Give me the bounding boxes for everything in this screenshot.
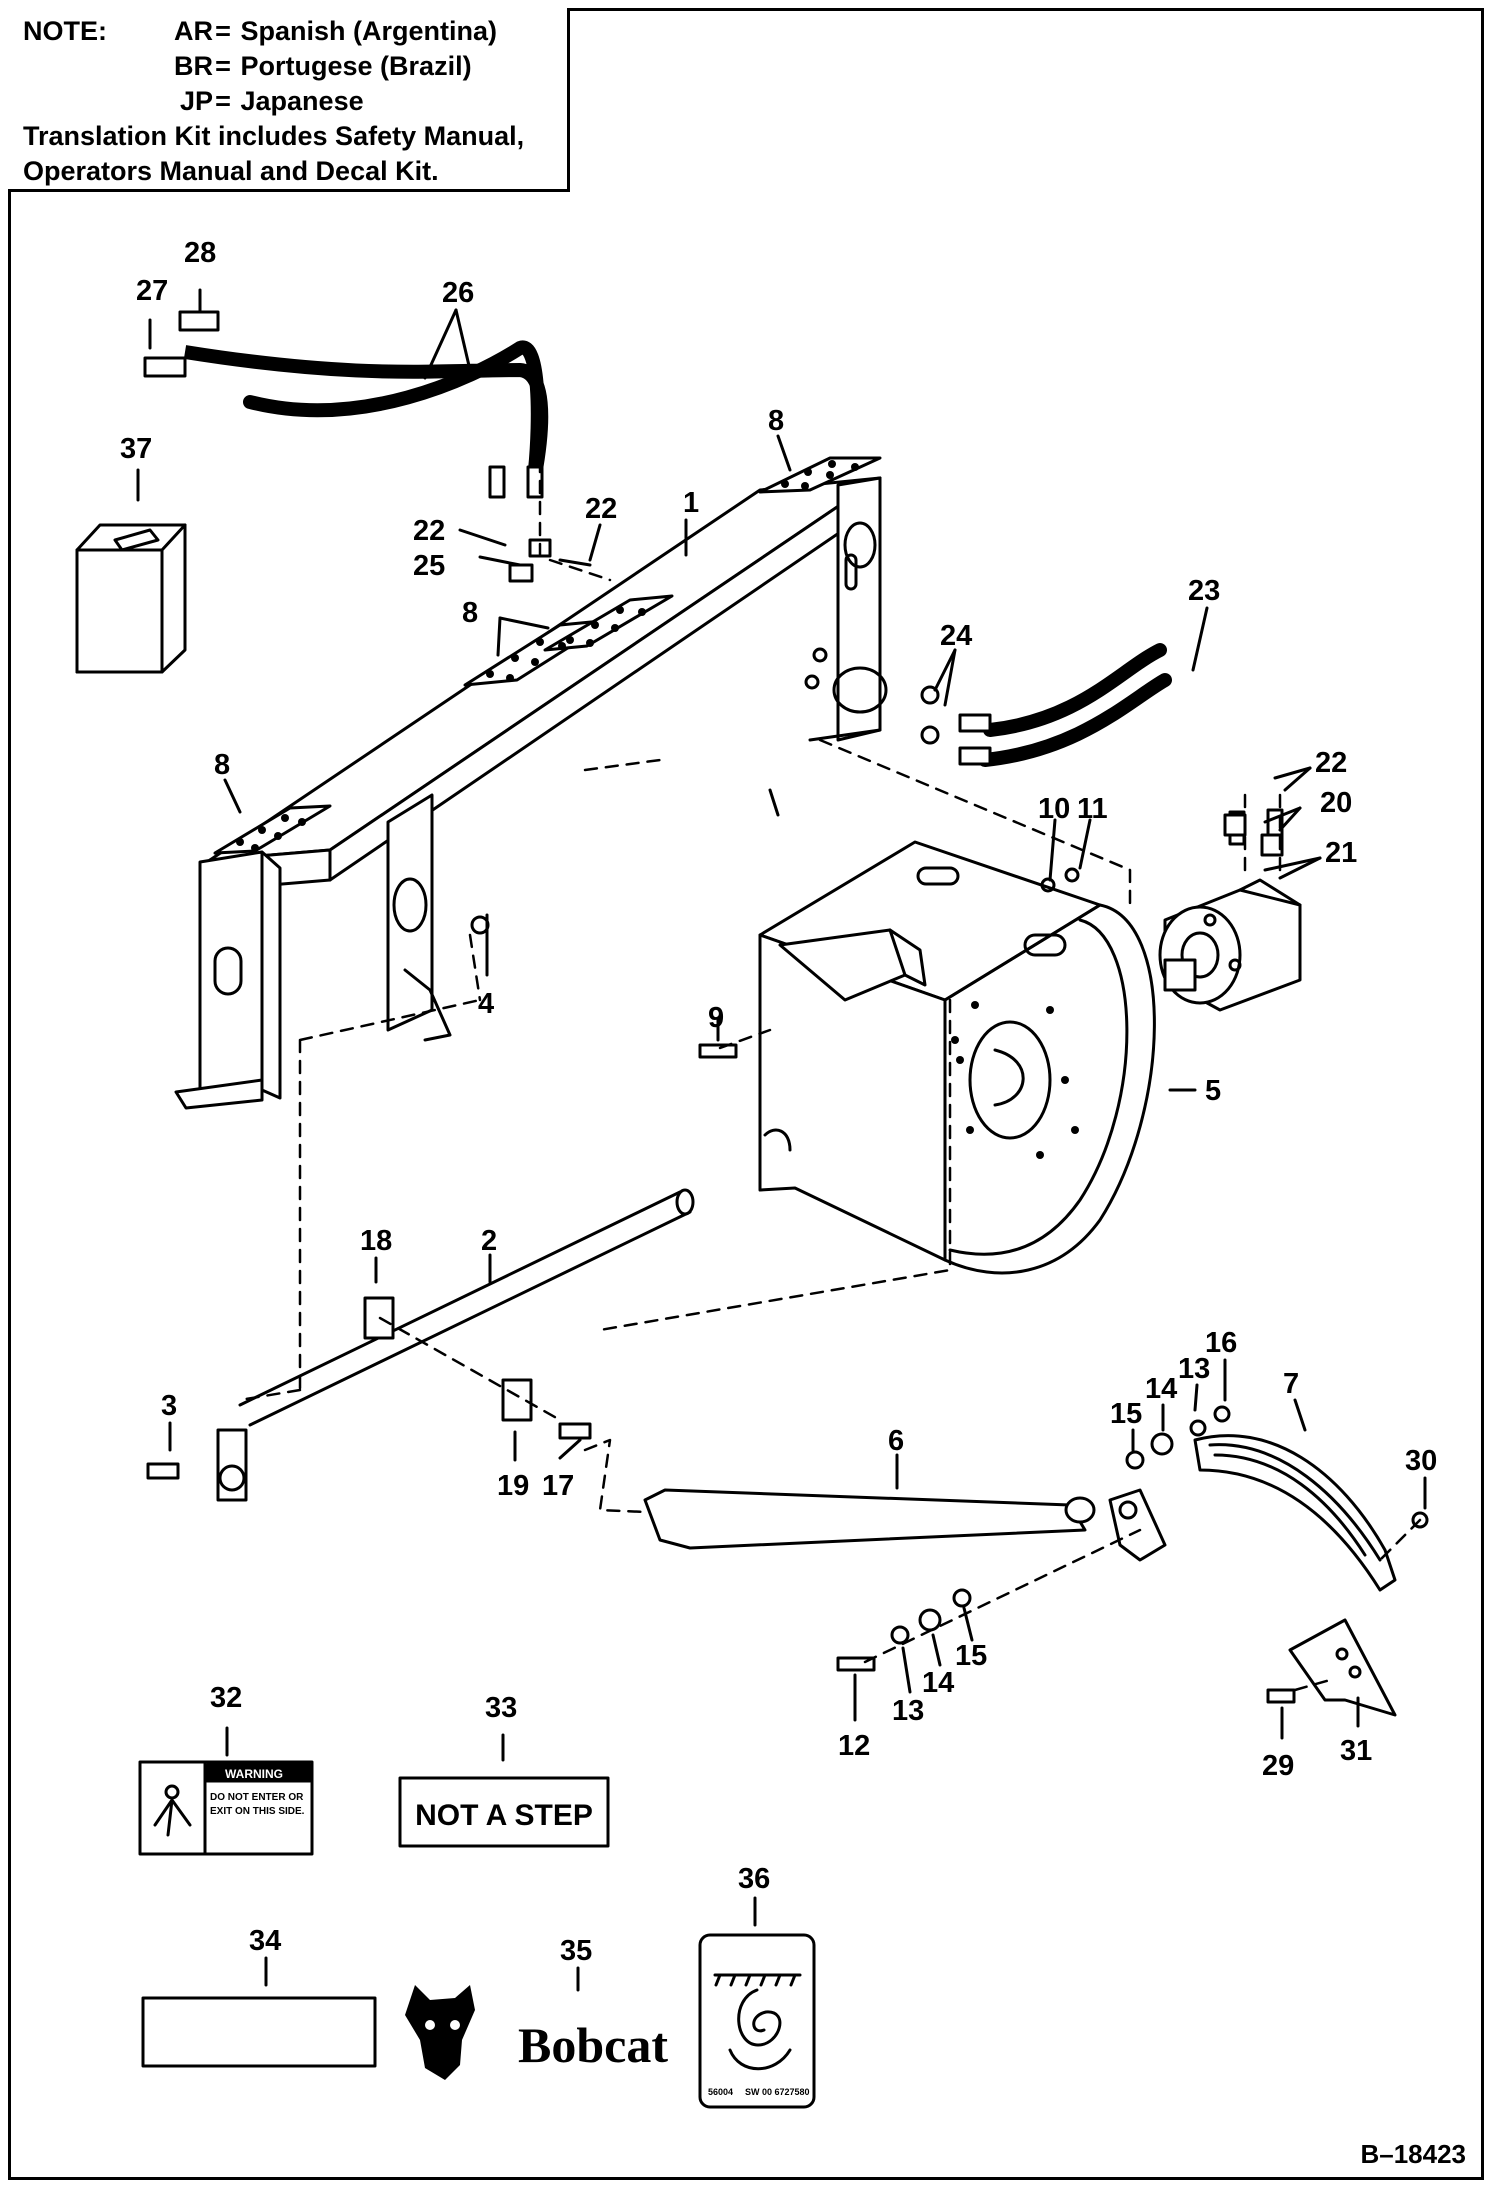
callout-11: 11 <box>1077 793 1108 825</box>
warning-line1: DO NOT ENTER OR <box>210 1792 304 1803</box>
callout-28: 28 <box>184 237 216 269</box>
part-arm <box>643 1488 1167 1562</box>
part-translation-kit <box>75 523 187 674</box>
warning-line2: EXIT ON THIS SIDE. <box>210 1806 305 1817</box>
callout-12: 12 <box>838 1730 870 1762</box>
part-motor <box>1158 878 1302 1012</box>
note-title: NOTE: <box>23 16 107 46</box>
callout-27: 27 <box>136 275 168 307</box>
decal-blank <box>141 1996 377 2068</box>
callout-3: 3 <box>161 1390 177 1422</box>
callout-36: 36 <box>738 1863 770 1895</box>
warning-title: WARNING <box>225 1767 283 1781</box>
callout-22a: 22 <box>413 515 445 547</box>
callout-37: 37 <box>120 433 152 465</box>
callout-4: 4 <box>478 988 494 1020</box>
note-line1: Translation Kit includes Safety Manual, <box>23 121 525 151</box>
part-axle <box>216 1188 695 1502</box>
assembly-lines <box>238 458 1422 1692</box>
decal36-code: SW 00 6727580 <box>745 2087 810 2097</box>
callout-10: 10 <box>1038 793 1070 825</box>
note-entry-jp: Japanese <box>240 86 364 116</box>
callout-14a: 14 <box>922 1667 954 1699</box>
callout-22c: 22 <box>1315 747 1347 779</box>
translation-note-box: NOTE:AR= Spanish (Argentina) BR= Portuge… <box>8 8 570 192</box>
fittings <box>143 310 1429 1704</box>
callout-13b: 13 <box>1178 1353 1210 1385</box>
callout-2: 2 <box>481 1225 497 1257</box>
part-wheel-housing <box>758 840 1156 1275</box>
note-line2: Operators Manual and Decal Kit. <box>23 156 439 186</box>
drawing-border <box>8 8 1484 2180</box>
hose-right <box>978 643 1172 767</box>
callout-1: 1 <box>683 487 699 519</box>
callout-30: 30 <box>1405 1445 1437 1477</box>
callout-9: 9 <box>708 1002 724 1034</box>
callout-20: 20 <box>1320 787 1352 819</box>
callout-31: 31 <box>1340 1735 1372 1767</box>
callout-6: 6 <box>888 1425 904 1457</box>
decal36-number: 56004 <box>708 2087 733 2097</box>
note-entry-br: Portugese (Brazil) <box>240 51 472 81</box>
callout-34: 34 <box>249 1925 281 1957</box>
callout-15b: 15 <box>1110 1398 1142 1430</box>
note-entry-ar: Spanish (Argentina) <box>240 16 498 46</box>
callout-23: 23 <box>1188 575 1220 607</box>
callout-8c: 8 <box>214 749 230 781</box>
callout-25: 25 <box>413 550 445 582</box>
callout-7: 7 <box>1283 1368 1299 1400</box>
callout-26: 26 <box>442 277 474 309</box>
callout-8b: 8 <box>462 597 478 629</box>
callout-17: 17 <box>542 1470 574 1502</box>
callout-labels: 1 2 3 4 5 6 7 8 8 8 9 10 11 12 13 14 15 … <box>120 237 1437 1967</box>
callout-15a: 15 <box>955 1640 987 1672</box>
callout-33: 33 <box>485 1692 517 1724</box>
part-scraper <box>1193 1434 1397 1717</box>
callout-32: 32 <box>210 1682 242 1714</box>
callout-5: 5 <box>1205 1075 1221 1107</box>
drawing-code: B–18423 <box>1360 2139 1466 2169</box>
callout-21: 21 <box>1325 837 1357 869</box>
decal-not-a-step-text: NOT A STEP <box>415 1799 593 1832</box>
callout-35: 35 <box>560 1935 592 1967</box>
bobcat-wordmark: Bobcat <box>518 2017 668 2073</box>
callout-14b: 14 <box>1145 1373 1177 1405</box>
leader-lines <box>136 288 1427 1992</box>
decal-warning <box>138 1760 314 1856</box>
callout-19: 19 <box>497 1470 529 1502</box>
bobcat-logo <box>405 1985 475 2080</box>
part-frame <box>174 456 888 1110</box>
callout-29: 29 <box>1262 1750 1294 1782</box>
decal-not-a-step-box <box>398 1776 610 1848</box>
callout-13a: 13 <box>892 1695 924 1727</box>
callout-18: 18 <box>360 1225 392 1257</box>
callout-22b: 22 <box>585 493 617 525</box>
callout-24: 24 <box>940 620 972 652</box>
callout-8a: 8 <box>768 405 784 437</box>
decal-entanglement <box>698 1933 816 2109</box>
callout-16: 16 <box>1205 1327 1237 1359</box>
